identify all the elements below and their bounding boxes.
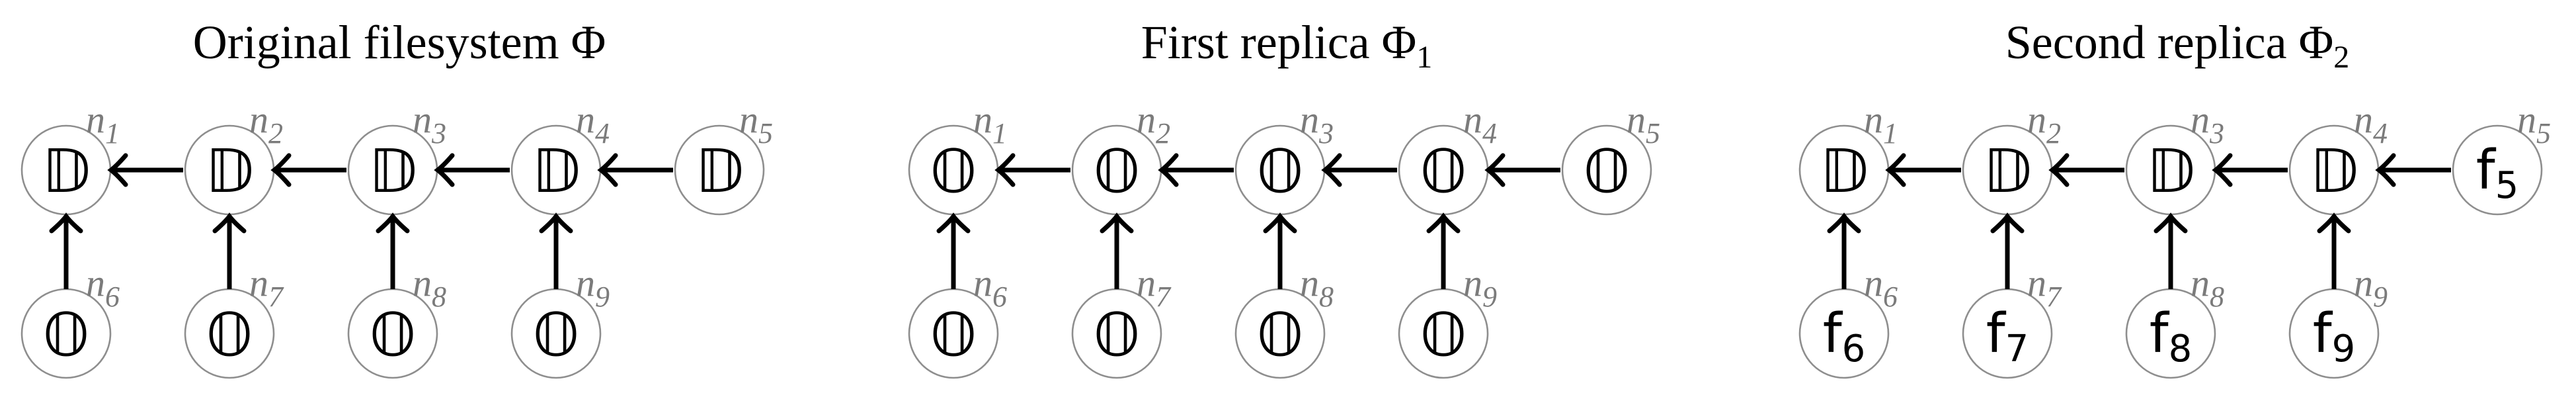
node-n3-label: n3 <box>2191 98 2224 150</box>
node-n7-label: n7 <box>249 261 284 313</box>
node-n2-label: n2 <box>1137 98 1170 150</box>
node-n5-glyph: 𝕆 <box>1584 137 1630 206</box>
node-n1-glyph: 𝔻 <box>42 137 91 206</box>
node-n9-glyph: 𝕆 <box>533 300 580 370</box>
node-n6-label: n6 <box>86 261 120 313</box>
node-n4-label: n4 <box>576 98 610 150</box>
node-n1-label: n1 <box>973 98 1007 150</box>
node-n7-glyph: 𝕆 <box>206 300 253 370</box>
node-n3-glyph: 𝔻 <box>2146 137 2195 206</box>
node-n8-glyph: 𝕆 <box>370 300 417 370</box>
node-n8-label: n8 <box>413 261 446 313</box>
node-n2-label: n2 <box>2027 98 2061 150</box>
node-n1-label: n1 <box>1864 98 1898 150</box>
node-n5-circle <box>1561 124 1652 216</box>
node-n8-label: n8 <box>2191 261 2224 313</box>
node-n9-label: n9 <box>2354 261 2388 313</box>
node-n7-label: n7 <box>2027 261 2062 313</box>
node-n1-label: n1 <box>86 98 120 150</box>
node-n5-circle <box>2452 124 2543 216</box>
node-n2-glyph: 𝔻 <box>1983 137 2032 206</box>
node-n6-label: n6 <box>973 261 1007 313</box>
node-n2-glyph: 𝔻 <box>205 137 254 206</box>
node-n7-label: n7 <box>1137 261 1172 313</box>
node-n4-glyph: 𝔻 <box>532 137 581 206</box>
diagram-title: Original filesystem Φ <box>193 16 606 69</box>
node-n7-glyph: 𝕆 <box>1094 300 1141 370</box>
node-n6-glyph: 𝕆 <box>43 300 90 370</box>
node-n6-glyph: f6 <box>1823 302 1866 371</box>
node-n5-glyph: f5 <box>2476 139 2519 207</box>
node-n4-glyph: 𝔻 <box>2310 137 2358 206</box>
node-n1-glyph: 𝕆 <box>930 137 977 206</box>
node-n4-label: n4 <box>1463 98 1497 150</box>
node-n9-glyph: 𝕆 <box>1420 300 1467 370</box>
node-n2-glyph: 𝕆 <box>1094 137 1141 206</box>
diagram-title: Second replica Φ2 <box>2005 16 2349 75</box>
node-n9-label: n9 <box>576 261 610 313</box>
node-n5-glyph: 𝔻 <box>695 137 744 206</box>
node-n1-glyph: 𝔻 <box>1820 137 1869 206</box>
node-n2-label: n2 <box>249 98 283 150</box>
node-n3-glyph: 𝕆 <box>1257 137 1304 206</box>
node-n9-label: n9 <box>1463 261 1497 313</box>
node-n6-glyph: 𝕆 <box>930 300 977 370</box>
node-n5-label: n5 <box>739 98 773 150</box>
node-n7-glyph: f7 <box>1986 302 2029 371</box>
node-n5-label: n5 <box>2517 98 2551 150</box>
diagram-second-replica: Second replica Φ2 𝔻 𝔻 𝔻 𝔻 f5 f6 f7 f8 f9… <box>1798 16 2551 379</box>
diagram-original-filesystem: Original filesystem Φ 𝔻 𝔻 𝔻 𝔻 𝔻 𝕆 𝕆 𝕆 𝕆 … <box>20 16 773 379</box>
node-n9-glyph: f9 <box>2313 302 2356 371</box>
diagram-title: First replica Φ1 <box>1141 16 1433 75</box>
node-n3-label: n3 <box>1300 98 1334 150</box>
node-n5-label: n5 <box>1627 98 1660 150</box>
diagram-first-replica: First replica Φ1 𝕆 𝕆 𝕆 𝕆 𝕆 𝕆 𝕆 𝕆 𝕆 n1 n2… <box>908 16 1660 379</box>
node-n8-label: n8 <box>1300 261 1334 313</box>
node-n8-glyph: f8 <box>2150 302 2193 371</box>
node-n3-glyph: 𝔻 <box>368 137 417 206</box>
node-n4-label: n4 <box>2354 98 2388 150</box>
node-n5-circle <box>674 124 765 216</box>
node-n6-label: n6 <box>1864 261 1898 313</box>
node-n3-label: n3 <box>413 98 446 150</box>
node-n4-glyph: 𝕆 <box>1420 137 1467 206</box>
node-n8-glyph: 𝕆 <box>1257 300 1304 370</box>
